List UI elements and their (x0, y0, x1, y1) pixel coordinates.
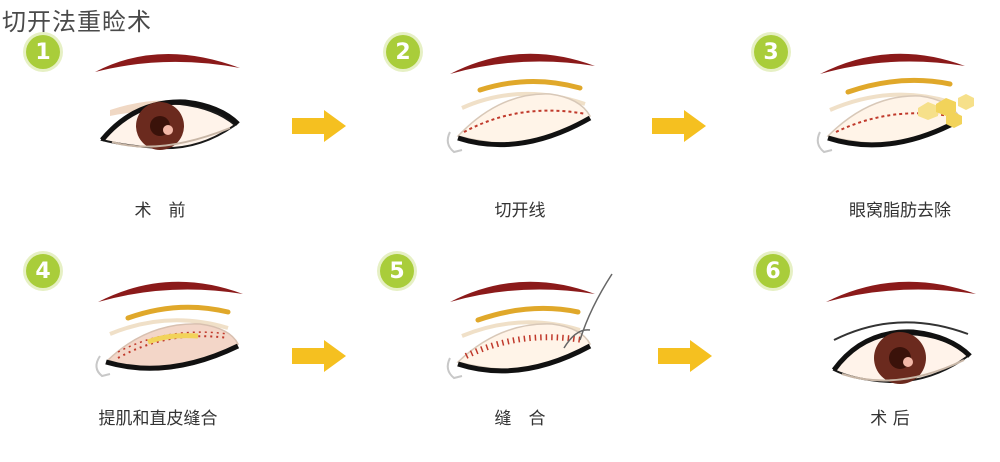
step-4-badge: 4 (26, 254, 60, 288)
fat-removal-illustration (816, 53, 974, 154)
arrow-right-icon (292, 110, 346, 142)
suture-illustration (446, 273, 613, 380)
levator-suture-illustration (95, 281, 243, 378)
arrow-right-icon (652, 110, 706, 142)
step-1-caption: 术 前 (134, 201, 186, 221)
step-2-caption: 切开线 (494, 201, 546, 221)
step-6-caption: 术 后 (870, 409, 910, 429)
step-5-badge: 5 (380, 254, 414, 288)
eye-before-illustration (95, 53, 240, 150)
step-3-caption: 眼窝脂肪去除 (849, 201, 951, 221)
eye-after-illustration (826, 281, 976, 384)
arrow-right-icon (292, 340, 346, 372)
step-2-badge: 2 (386, 35, 420, 69)
step-4-caption: 提肌和直皮缝合 (98, 409, 218, 429)
step-3-badge: 3 (754, 35, 788, 69)
arrow-right-icon (658, 340, 712, 372)
incision-line-illustration (446, 53, 595, 154)
step-5-caption: 缝 合 (494, 409, 546, 429)
page-title: 切开法重睑术 (2, 8, 152, 36)
step-1-badge: 1 (26, 35, 60, 69)
step-6-badge: 6 (756, 254, 790, 288)
